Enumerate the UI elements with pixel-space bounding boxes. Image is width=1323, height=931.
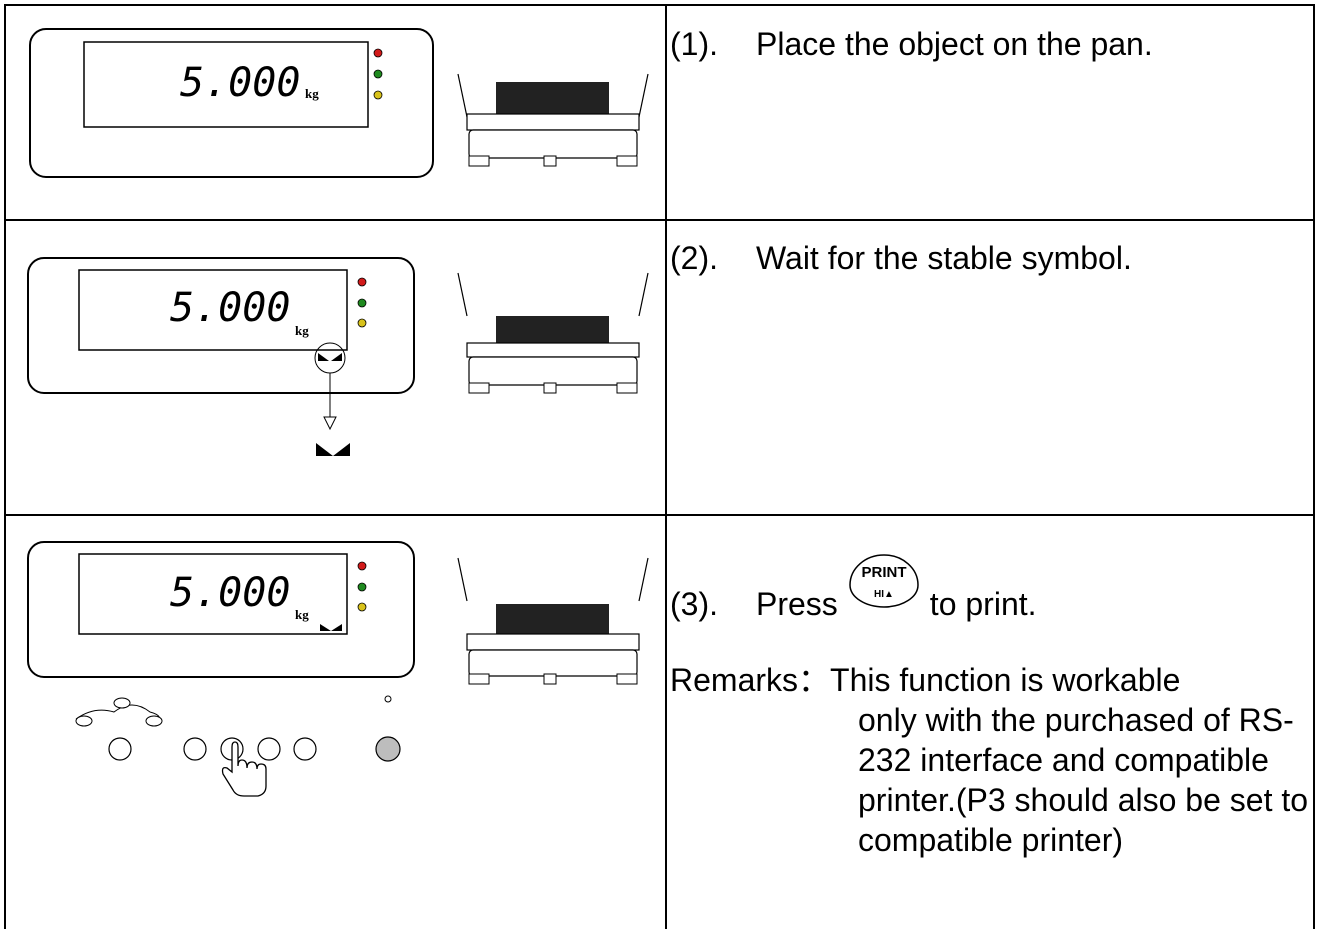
led-red-icon <box>357 561 367 571</box>
step-instruction: Wait for the stable symbol. <box>756 240 1132 276</box>
stable-indicator-callout <box>314 342 346 431</box>
led-green-icon <box>357 582 367 592</box>
keypad-icon <box>75 695 401 762</box>
step-row-3: 5.000 kg <box>6 516 1313 931</box>
step-number: (3). <box>670 585 718 622</box>
scale-keypad-illustration: 5.000 kg <box>27 541 649 797</box>
column-divider <box>665 6 667 929</box>
step-2-illustration: 5.000 kg <box>6 221 665 514</box>
led-yellow-icon <box>357 602 367 612</box>
remarks-label: Remarks： <box>670 662 831 698</box>
step-instruction: Place the object on the pan. <box>756 26 1153 62</box>
remarks: Remarks：This function is workable only w… <box>670 660 1310 860</box>
print-button-icon: PRINT HI▲ <box>846 551 922 618</box>
step-1-illustration: 5.000 kg <box>6 6 665 219</box>
step-number: (2). <box>670 240 718 276</box>
display-unit: kg <box>305 86 319 101</box>
print-button-top-label: PRINT <box>861 564 906 581</box>
remarks-body: only with the purchased of RS-232 interf… <box>858 702 1309 858</box>
display-unit: kg <box>295 607 309 622</box>
step-instruction-before: Press <box>756 585 838 622</box>
display-value: 5.000 <box>180 60 300 106</box>
led-red-icon <box>373 48 383 58</box>
display-value: 5.000 <box>170 285 290 331</box>
scale-body-icon <box>457 557 649 685</box>
step-3-illustration: 5.000 kg <box>6 516 665 931</box>
remarks-first-line: This function is workable <box>830 662 1181 698</box>
row-divider-2 <box>6 514 1313 516</box>
stable-symbol-icon <box>316 443 350 456</box>
led-yellow-icon <box>357 318 367 328</box>
led-red-icon <box>357 277 367 287</box>
row-divider-1 <box>6 219 1313 221</box>
scale-display-illustration: 5.000 kg <box>27 257 649 456</box>
led-green-icon <box>357 298 367 308</box>
display-unit: kg <box>295 323 309 338</box>
step-row-1: 5.000 kg <box>6 6 1313 219</box>
step-number: (1). <box>670 26 718 62</box>
print-button-bottom-label: HI▲ <box>874 589 894 600</box>
display-value: 5.000 <box>170 570 290 616</box>
led-yellow-icon <box>373 90 383 100</box>
instruction-table: 5.000 kg <box>4 4 1315 929</box>
scale-display-illustration: 5.000 kg <box>29 28 649 178</box>
stable-symbol-icon <box>320 624 331 631</box>
scale-body-icon <box>457 73 649 167</box>
step-instruction-after: to print. <box>929 585 1037 622</box>
led-green-icon <box>373 69 383 79</box>
pointing-hand-icon <box>221 741 267 797</box>
step-row-2: 5.000 kg <box>6 221 1313 514</box>
scale-body-icon <box>457 272 649 394</box>
